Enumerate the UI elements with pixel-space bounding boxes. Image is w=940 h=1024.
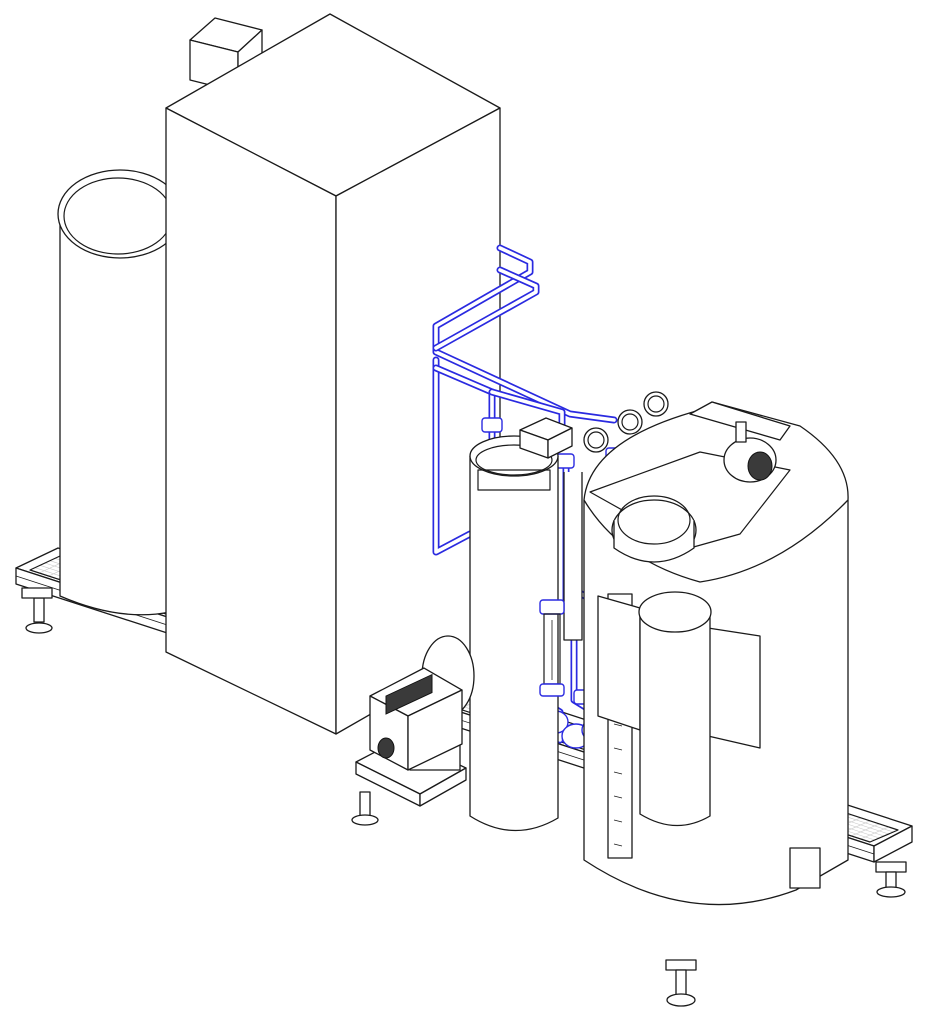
round-tank-rear (57, 169, 183, 616)
pipework (432, 244, 644, 760)
foot-front (665, 959, 697, 1007)
level-tick (613, 771, 623, 775)
level-tick (613, 723, 623, 727)
level-tick (613, 843, 623, 847)
pressure-vessel (469, 417, 583, 832)
pressure-gauges (583, 391, 669, 453)
gauge-icon (643, 391, 669, 417)
foot-left (21, 587, 53, 634)
level-tick (613, 819, 623, 823)
flow-meter (539, 599, 565, 697)
gauge-icon (617, 409, 643, 435)
gauge-icon (583, 427, 609, 453)
level-tick (613, 747, 623, 751)
booster-pump (355, 635, 475, 807)
levelling-feet (21, 587, 907, 1007)
foot-middle (351, 791, 379, 826)
foot-right (875, 861, 907, 898)
level-tick (613, 795, 623, 799)
chemical-tank (583, 401, 849, 906)
cabinet-tall (165, 13, 501, 735)
